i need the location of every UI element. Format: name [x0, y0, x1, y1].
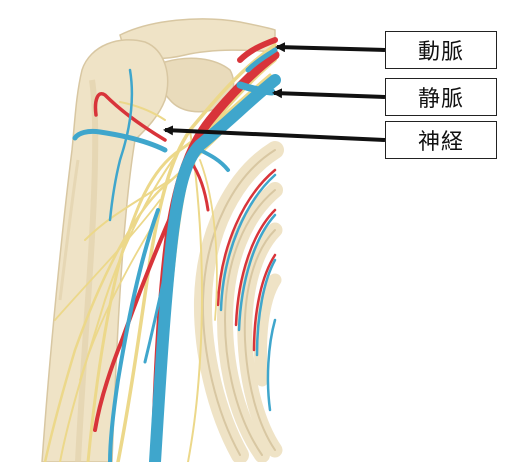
- artery-arrow: [277, 47, 385, 50]
- vein-label-text: 静脈: [418, 81, 464, 113]
- rib-cage: [203, 150, 275, 455]
- shoulder-illustration: [42, 19, 275, 462]
- nerve-label-text: 神経: [418, 124, 464, 156]
- vein-label: 静脈: [385, 78, 497, 116]
- artery-label-text: 動脈: [418, 34, 464, 66]
- nerve-label: 神経: [385, 121, 497, 159]
- artery-label: 動脈: [385, 31, 497, 69]
- vein-arrow: [274, 93, 385, 97]
